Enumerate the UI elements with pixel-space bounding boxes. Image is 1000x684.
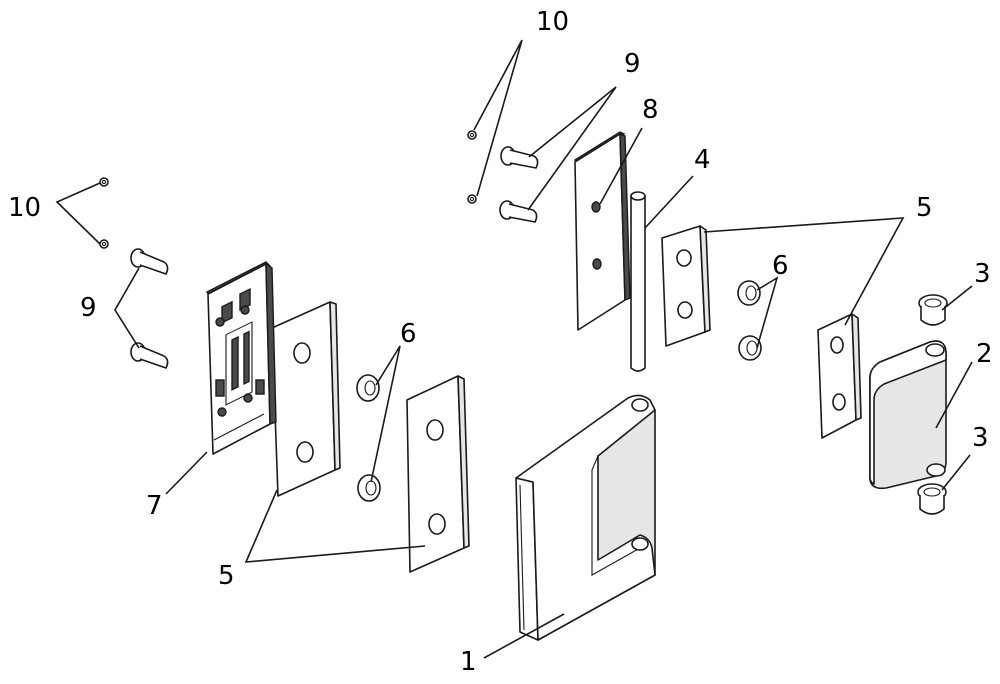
part-8-center-plate [575, 132, 630, 330]
part-6-washers-left [357, 375, 380, 501]
part-4-rod [631, 192, 645, 371]
part-5-plate-upper [662, 226, 710, 346]
label-part-6-left: 6 [400, 319, 417, 349]
part-3-bushing-bottom [918, 484, 946, 514]
part-5-plate-lower [407, 376, 469, 572]
label-part-6-center: 6 [772, 251, 789, 281]
label-part-2: 2 [976, 339, 993, 369]
part-10-nuts [100, 131, 476, 248]
part-5-plate-right [818, 314, 861, 438]
label-part-8: 8 [642, 95, 659, 125]
label-part-5-left: 5 [218, 561, 235, 591]
label-part-10-top: 10 [536, 7, 569, 37]
label-part-1: 1 [460, 647, 477, 677]
part-9-pin-top-1 [501, 147, 538, 168]
part-9-pin-left-1 [131, 249, 168, 274]
part-1-u-frame [516, 395, 655, 640]
label-part-4: 4 [694, 145, 711, 175]
label-part-10-left: 10 [8, 193, 41, 223]
part-9-pin-top-2 [500, 201, 537, 222]
part-2-block [870, 341, 946, 488]
part-5-plate-left [272, 302, 340, 496]
label-part-3-top: 3 [974, 259, 991, 289]
label-part-5-right: 5 [916, 193, 933, 223]
label-part-3-bottom: 3 [972, 423, 989, 453]
label-part-7: 7 [146, 491, 163, 521]
label-part-9-top: 9 [624, 49, 641, 79]
part-9-pin-left-2 [131, 343, 168, 368]
label-part-9-left: 9 [80, 293, 97, 323]
part-7-grille-plate [207, 262, 276, 454]
